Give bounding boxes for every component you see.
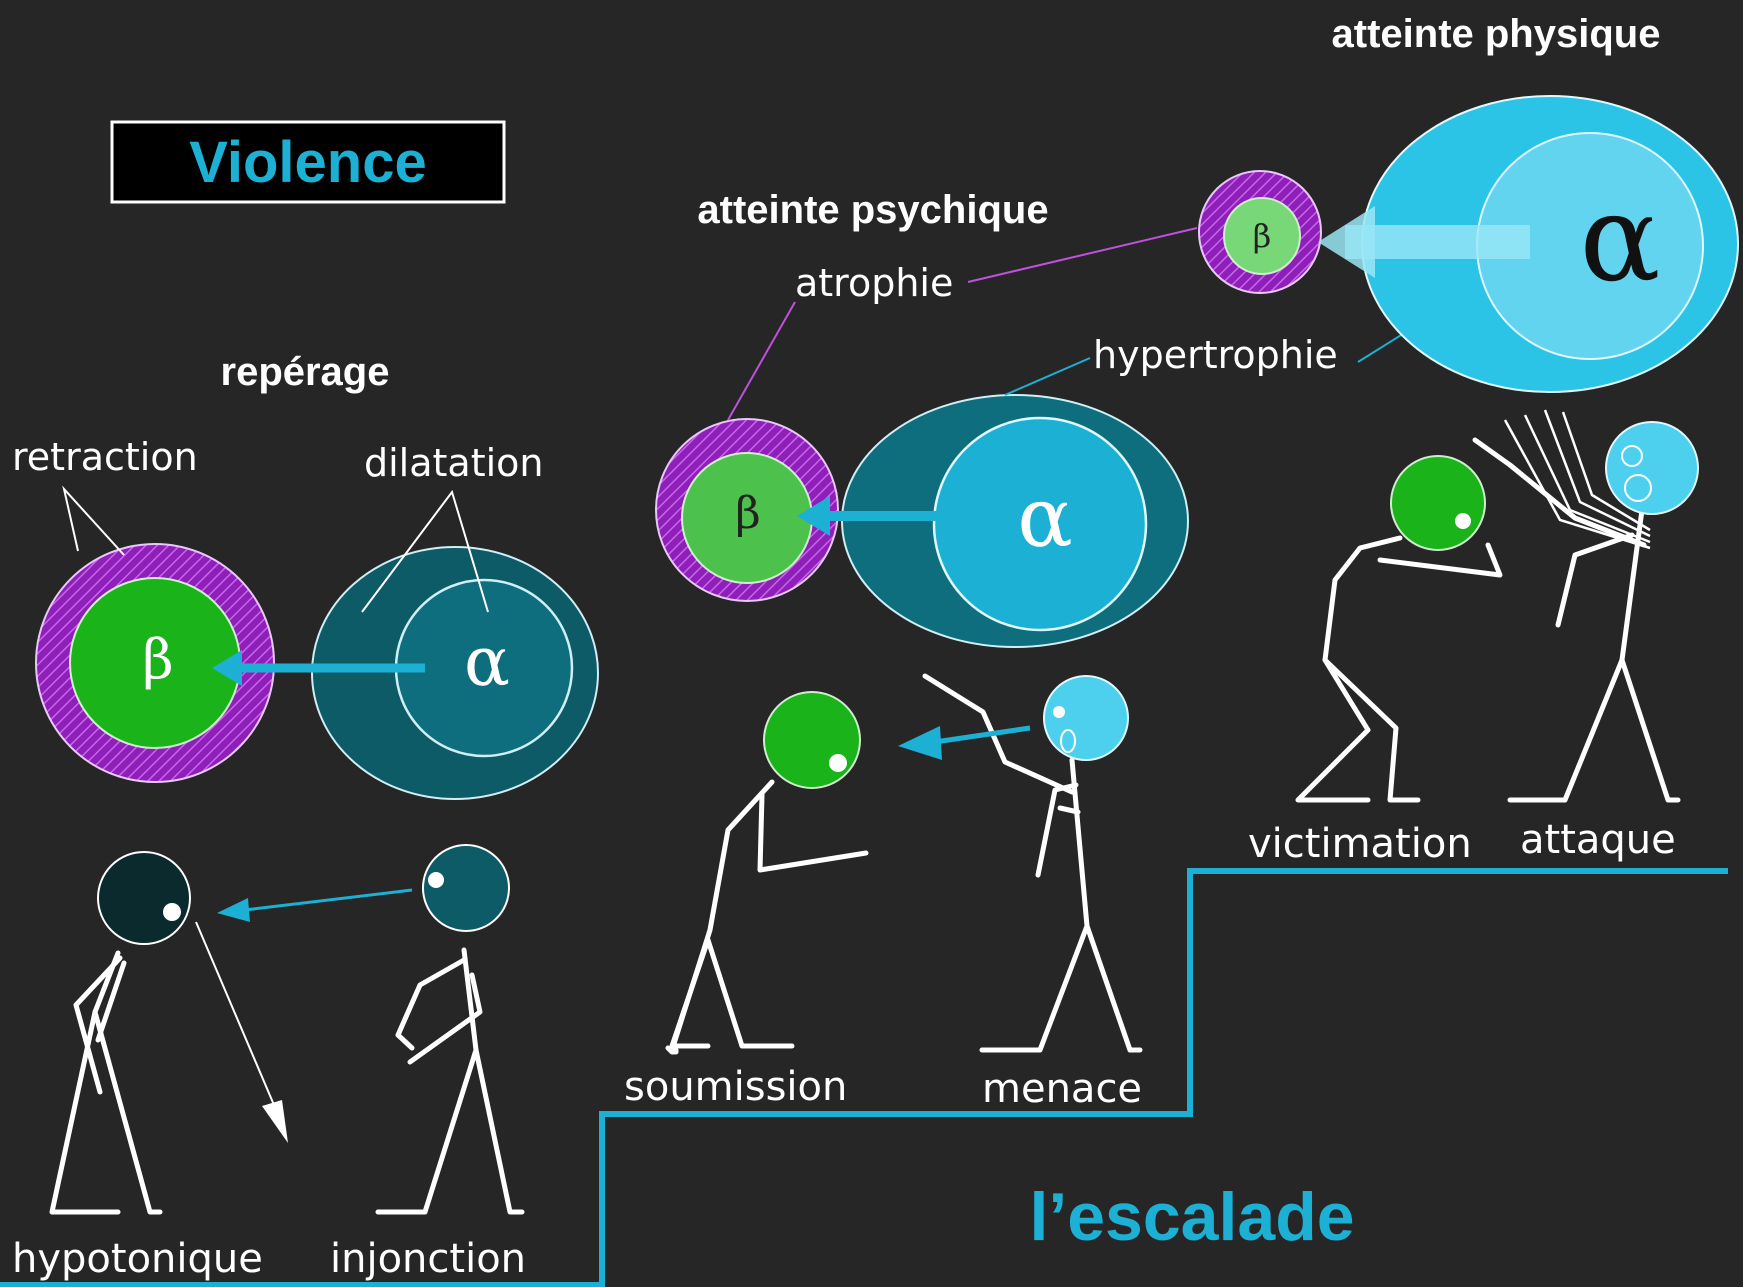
alpha-symbol-physique: α <box>1579 170 1660 309</box>
head-attaque <box>1605 421 1699 515</box>
attaque-motion-lines <box>1503 409 1651 550</box>
mouth-menace <box>1060 729 1076 753</box>
eye-injonction <box>428 872 444 888</box>
head-hypotonique <box>97 851 191 945</box>
head-menace <box>1043 675 1129 761</box>
alpha-symbol-psychique: α <box>1017 471 1072 566</box>
menace-arrow-head <box>898 726 942 760</box>
reperage-arrow-head <box>212 650 242 686</box>
stage-title-psychique: atteinte psychique <box>697 188 1048 232</box>
reperage-circles: β α <box>35 543 599 800</box>
alpha-symbol: α <box>464 623 510 702</box>
figure-injonction <box>375 947 525 1215</box>
beta-symbol-physique: β <box>1253 217 1272 255</box>
eye-victimation <box>1455 513 1471 529</box>
label-attaque: attaque <box>1520 817 1676 863</box>
figure-hypotonique <box>49 950 163 1215</box>
reperage-pointer-lines <box>62 485 489 613</box>
physique-circles: β α <box>1198 95 1739 393</box>
fall-arrow-head <box>262 1100 288 1143</box>
alpha-core-psychique <box>932 416 1148 632</box>
head-injonction <box>422 844 510 932</box>
label-soumission: soumission <box>624 1064 847 1110</box>
eye-attaque <box>1621 445 1643 467</box>
label-victimation: victimation <box>1248 821 1472 867</box>
physique-arrow-head <box>1318 206 1375 278</box>
mouth-attaque <box>1624 474 1652 502</box>
title-box: Violence <box>110 120 506 204</box>
beta-symbol: β <box>142 628 173 691</box>
figure-attaque <box>1472 437 1681 803</box>
look-arrow-head <box>217 898 250 922</box>
figure-menace <box>922 673 1143 1053</box>
beta-symbol-psychique: β <box>735 488 760 539</box>
menace-arrow-line <box>934 725 1031 745</box>
stage-title-physique: atteinte physique <box>1332 12 1661 56</box>
head-soumission <box>763 691 861 789</box>
look-arrow-line <box>244 888 413 912</box>
label-atrophie: atrophie <box>795 261 953 305</box>
eye-hypotonique <box>163 903 181 921</box>
label-hypotonique: hypotonique <box>12 1236 263 1282</box>
label-retraction: retraction <box>12 435 198 479</box>
figure-soumission <box>665 779 869 1055</box>
label-injonction: injonction <box>330 1236 526 1282</box>
title: Violence <box>189 130 427 195</box>
eye-menace <box>1053 706 1065 718</box>
head-victimation <box>1390 455 1486 551</box>
label-menace: menace <box>982 1066 1142 1112</box>
beta-core-physique <box>1223 197 1301 275</box>
escalation-staircase <box>0 868 1728 1287</box>
eye-soumission <box>829 754 847 772</box>
stage-title-reperage: repérage <box>221 350 390 394</box>
label-dilatation: dilatation <box>364 441 544 485</box>
psychique-arrow-head <box>797 496 830 536</box>
psychique-circles: β α <box>655 394 1189 648</box>
fall-arrow-line <box>195 921 275 1106</box>
label-hypertrophie: hypertrophie <box>1093 333 1338 377</box>
escalation-label: l’escalade <box>1029 1179 1354 1255</box>
